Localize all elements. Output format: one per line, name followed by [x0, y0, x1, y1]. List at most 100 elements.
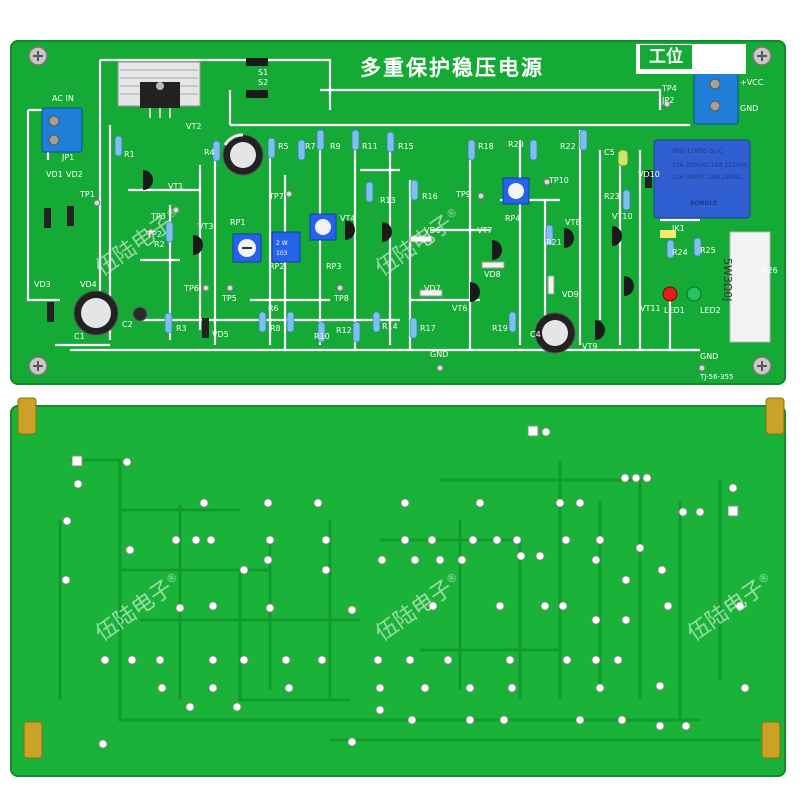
designator-vt1: VT1: [168, 182, 184, 191]
potentiometer-icon: [502, 177, 530, 205]
designator-vt7: VT7: [477, 226, 493, 235]
designator-r20: R20: [508, 140, 524, 149]
designator-r6: R6: [268, 304, 279, 313]
capacitor-icon: [534, 312, 576, 354]
designator-r4: R4: [204, 148, 215, 157]
designator-tp8: TP8: [334, 294, 349, 303]
designator-vd7: VD7: [424, 284, 441, 293]
bottom-pcb-board: [10, 405, 786, 777]
designator-c1: C1: [74, 332, 85, 341]
designator-tp7: TP7: [269, 192, 284, 201]
capacitor-icon: [132, 306, 148, 322]
jp2-label: JP2: [662, 96, 675, 105]
vcc-terminal-block-icon: [693, 69, 739, 125]
designator-vd3: VD3: [34, 280, 51, 289]
designator-r3: R3: [176, 324, 187, 333]
designator-vd4: VD4: [80, 280, 97, 289]
designator-c2: C2: [122, 320, 133, 329]
designator-vd9: VD9: [562, 290, 579, 299]
power-resistor-icon: [729, 231, 771, 343]
designator-r15: R15: [398, 142, 414, 151]
designator-r5: R5: [278, 142, 289, 151]
designator-vt4: VT4: [340, 214, 356, 223]
designator-vt6: VT6: [452, 304, 468, 313]
designator-tp2: TP2: [147, 230, 162, 239]
designator-r18: R18: [478, 142, 494, 151]
designator-r23: R23: [604, 192, 620, 201]
designator-r14: R14: [382, 322, 398, 331]
designator-tp1: TP1: [80, 190, 95, 199]
designator-rp3: RP3: [326, 262, 342, 271]
designator-vd5: VD5: [212, 330, 229, 339]
designator-r10: R10: [314, 332, 330, 341]
designator-jk1: JK1: [672, 224, 685, 233]
jumper-jk1-icon: [660, 230, 676, 238]
designator-tp9: TP9: [456, 190, 471, 199]
solder-pad-icons: [61, 427, 750, 749]
designator-vt3: VT3: [198, 222, 214, 231]
potentiometer-icon: [309, 213, 337, 241]
designator-r19: R19: [492, 324, 508, 333]
designator-r7: R7: [305, 142, 316, 151]
designator-r1: R1: [124, 150, 135, 159]
board-title: 多重保护稳压电源: [360, 56, 544, 80]
designator-r8: R8: [270, 324, 281, 333]
led-red-icon: [662, 286, 678, 302]
mounting-screw-icon: [752, 356, 772, 376]
designator-s1: S1: [258, 68, 269, 77]
designator-r2: R2: [154, 240, 165, 249]
relay-rating-text-2: 10A 30VDC 10A 28VDC: [672, 174, 743, 181]
led-green-icon: [686, 286, 702, 302]
designator-rp2: RP2: [269, 262, 285, 271]
designator-vd8: VD8: [484, 270, 501, 279]
designator-tp10: TP10: [549, 176, 569, 185]
relay-brand-text: SONGLE: [690, 200, 718, 207]
designator-vt11: VT11: [640, 304, 661, 313]
designator-vd10: VD10: [638, 170, 660, 179]
designator-r16: R16: [422, 192, 438, 201]
capacitor-icon: [73, 290, 119, 336]
gnd-bottom-label: GND: [430, 350, 449, 359]
designator-tp3: TP3: [151, 212, 166, 221]
mounting-screw-icon: [28, 46, 48, 66]
mounting-screw-icon: [752, 46, 772, 66]
vcc-label: +VCC: [740, 78, 764, 87]
designator-c5: C5: [604, 148, 615, 157]
designator-vt2: VT2: [186, 122, 202, 131]
potentiometer-icon: [232, 233, 262, 263]
ac-terminal-block-icon: [41, 107, 83, 153]
tp4-label: TP4: [662, 84, 677, 93]
designator-vt8: VT8: [565, 218, 581, 227]
brass-standoff-icon: [17, 397, 37, 435]
power-resistor-text: 5W3Ω0J: [721, 258, 734, 302]
ac-in-label: AC IN: [52, 94, 74, 103]
jp1-label: JP1: [62, 153, 75, 162]
pot-text-1: 2 W: [276, 240, 288, 247]
designator-tp5: TP5: [222, 294, 237, 303]
designator-r13: R13: [380, 196, 396, 205]
board-code: TJ-56-355: [700, 373, 734, 381]
heatsink-regulator-icon: [117, 61, 201, 118]
designator-led2: LED2: [700, 306, 721, 315]
pcb-traces: [26, 58, 700, 352]
designator-r22: R22: [560, 142, 576, 151]
designator-r17: R17: [420, 324, 436, 333]
designator-rp4: RP4: [505, 214, 521, 223]
relay-model-text: SRD-12VDC-SL-C: [672, 148, 723, 155]
gnd-label: GND: [740, 104, 759, 113]
designator-r25: R25: [700, 246, 716, 255]
gnd-right-label: GND: [700, 352, 719, 361]
designator-tp6: TP6: [184, 284, 199, 293]
relay-icon: [653, 139, 751, 219]
designator-r9: R9: [330, 142, 341, 151]
designator-c4: C4: [530, 330, 541, 339]
designator-vd2: VD2: [66, 170, 83, 179]
designator-vt9: VT9: [582, 342, 598, 351]
designator-vd1: VD1: [46, 170, 63, 179]
designator-r21: R21: [546, 238, 562, 247]
designator-rp1: RP1: [230, 218, 246, 227]
brass-standoff-icon: [23, 721, 43, 759]
designator-vd6: VD6: [424, 226, 441, 235]
designator-r12: R12: [336, 326, 352, 335]
designator-vt10: VT10: [612, 212, 633, 221]
